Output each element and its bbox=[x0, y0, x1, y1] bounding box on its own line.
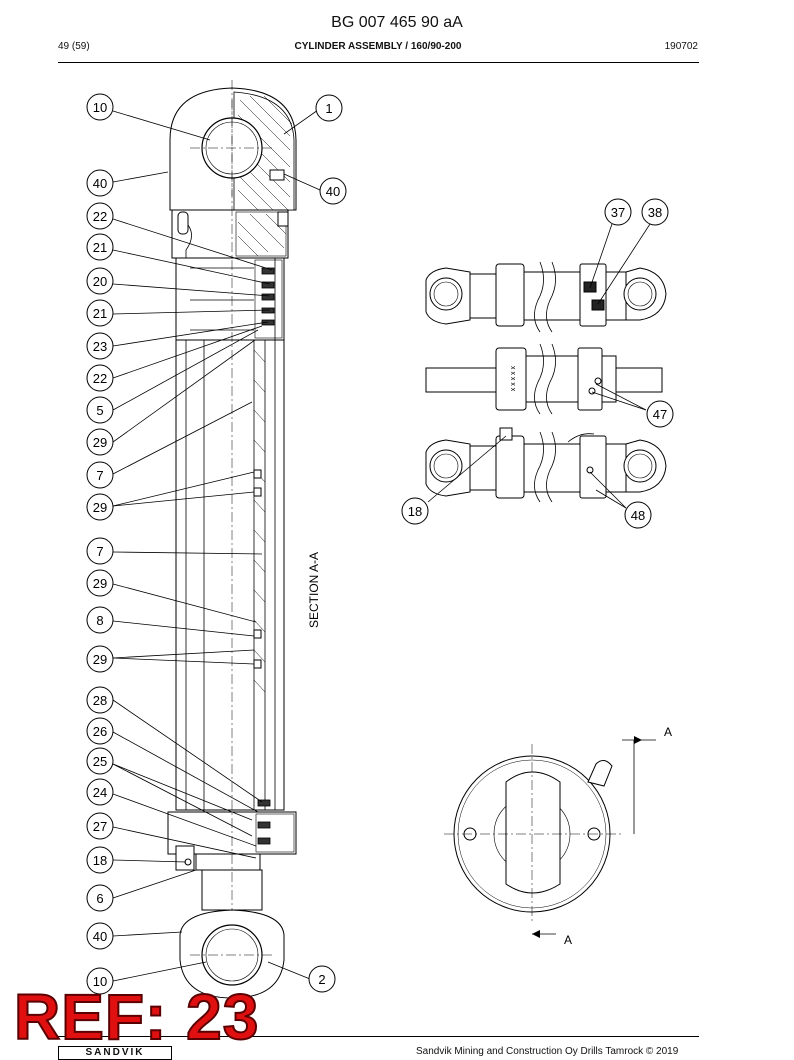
svg-text:23: 23 bbox=[93, 339, 107, 354]
svg-text:27: 27 bbox=[93, 819, 107, 834]
balloon: 26 bbox=[86, 717, 114, 745]
svg-text:28: 28 bbox=[93, 693, 107, 708]
balloon: 22 bbox=[86, 364, 114, 392]
svg-text:29: 29 bbox=[93, 652, 107, 667]
svg-text:40: 40 bbox=[93, 176, 107, 191]
svg-text:47: 47 bbox=[653, 407, 667, 422]
svg-text:48: 48 bbox=[631, 508, 645, 523]
document-id: BG 007 465 90 aA bbox=[331, 14, 463, 31]
detail-leaders bbox=[427, 223, 651, 509]
svg-text:26: 26 bbox=[93, 724, 107, 739]
cylinder-section: SECTION A-A bbox=[167, 80, 321, 1000]
view-bottom bbox=[425, 427, 667, 503]
svg-text:25: 25 bbox=[93, 754, 107, 769]
svg-text:37: 37 bbox=[611, 205, 625, 220]
balloon: 25 bbox=[86, 747, 114, 775]
balloon: 7 bbox=[86, 461, 114, 489]
svg-text:38: 38 bbox=[648, 205, 662, 220]
svg-text:8: 8 bbox=[96, 613, 103, 628]
balloon: 1 bbox=[315, 94, 343, 122]
balloon: 21 bbox=[86, 233, 114, 261]
svg-text:29: 29 bbox=[93, 576, 107, 591]
svg-text:21: 21 bbox=[93, 240, 107, 255]
svg-text:22: 22 bbox=[93, 371, 107, 386]
detail-balloons: 37 38 47 18 48 bbox=[401, 198, 674, 529]
section-label: SECTION A-A bbox=[307, 552, 321, 628]
balloon: 22 bbox=[86, 202, 114, 230]
balloon: 40 bbox=[86, 922, 114, 950]
balloon: 29 bbox=[86, 645, 114, 673]
svg-text:22: 22 bbox=[93, 209, 107, 224]
view-top bbox=[425, 261, 667, 333]
svg-text:20: 20 bbox=[93, 274, 107, 289]
balloon: 47 bbox=[646, 400, 674, 428]
svg-text:18: 18 bbox=[408, 504, 422, 519]
balloon: 20 bbox=[86, 267, 114, 295]
balloon: 10 bbox=[86, 93, 114, 121]
balloon: 28 bbox=[86, 686, 114, 714]
external-views: x x x x x bbox=[425, 223, 667, 509]
svg-text:21: 21 bbox=[93, 306, 107, 321]
footer-rule bbox=[58, 1036, 699, 1037]
svg-text:29: 29 bbox=[93, 435, 107, 450]
svg-text:5: 5 bbox=[96, 403, 103, 418]
balloon: 21 bbox=[86, 299, 114, 327]
leader-lines bbox=[112, 109, 321, 982]
svg-text:24: 24 bbox=[93, 785, 107, 800]
document-title: CYLINDER ASSEMBLY / 160/90-200 bbox=[294, 41, 462, 52]
balloon: 10 bbox=[86, 967, 114, 995]
balloon: 23 bbox=[86, 332, 114, 360]
balloon: 40 bbox=[319, 177, 347, 205]
view-middle: x x x x x bbox=[425, 343, 663, 415]
svg-text:10: 10 bbox=[93, 974, 107, 989]
right-balloons: 1 40 2 bbox=[308, 94, 347, 993]
balloon: 6 bbox=[86, 884, 114, 912]
svg-text:10: 10 bbox=[93, 100, 107, 115]
balloon: 29 bbox=[86, 428, 114, 456]
svg-text:7: 7 bbox=[96, 544, 103, 559]
balloon: 29 bbox=[86, 493, 114, 521]
page-number: 49 (59) bbox=[58, 41, 90, 52]
balloon: 37 bbox=[604, 198, 632, 226]
balloon: 29 bbox=[86, 569, 114, 597]
balloon: 27 bbox=[86, 812, 114, 840]
balloon: 40 bbox=[86, 169, 114, 197]
balloon: 38 bbox=[641, 198, 669, 226]
view-marker-top: A bbox=[664, 725, 672, 739]
header-rule bbox=[58, 62, 699, 63]
balloon: 18 bbox=[86, 846, 114, 874]
balloon: 24 bbox=[86, 778, 114, 806]
svg-text:1: 1 bbox=[325, 101, 332, 116]
document-date: 190702 bbox=[664, 41, 698, 52]
ref-stamp: REF: 23 bbox=[13, 981, 260, 1053]
svg-text:18: 18 bbox=[93, 853, 107, 868]
stamp-marks: x x x x x bbox=[509, 366, 516, 392]
svg-text:6: 6 bbox=[96, 891, 103, 906]
balloon: 7 bbox=[86, 537, 114, 565]
balloon: 8 bbox=[86, 606, 114, 634]
svg-text:29: 29 bbox=[93, 500, 107, 515]
balloon: 2 bbox=[308, 965, 336, 993]
left-balloons: 10 40 22 21 20 21 23 22 5 29 7 29 7 29 8… bbox=[86, 93, 114, 995]
end-view: A A bbox=[444, 725, 672, 947]
svg-text:40: 40 bbox=[93, 929, 107, 944]
svg-text:7: 7 bbox=[96, 468, 103, 483]
balloon: 18 bbox=[401, 497, 429, 525]
view-marker-bottom: A bbox=[564, 933, 572, 947]
balloon: 5 bbox=[86, 396, 114, 424]
footer-copyright: Sandvik Mining and Construction Oy Drill… bbox=[416, 1046, 679, 1057]
svg-text:40: 40 bbox=[326, 184, 340, 199]
svg-text:2: 2 bbox=[318, 972, 325, 987]
balloon: 48 bbox=[624, 501, 652, 529]
